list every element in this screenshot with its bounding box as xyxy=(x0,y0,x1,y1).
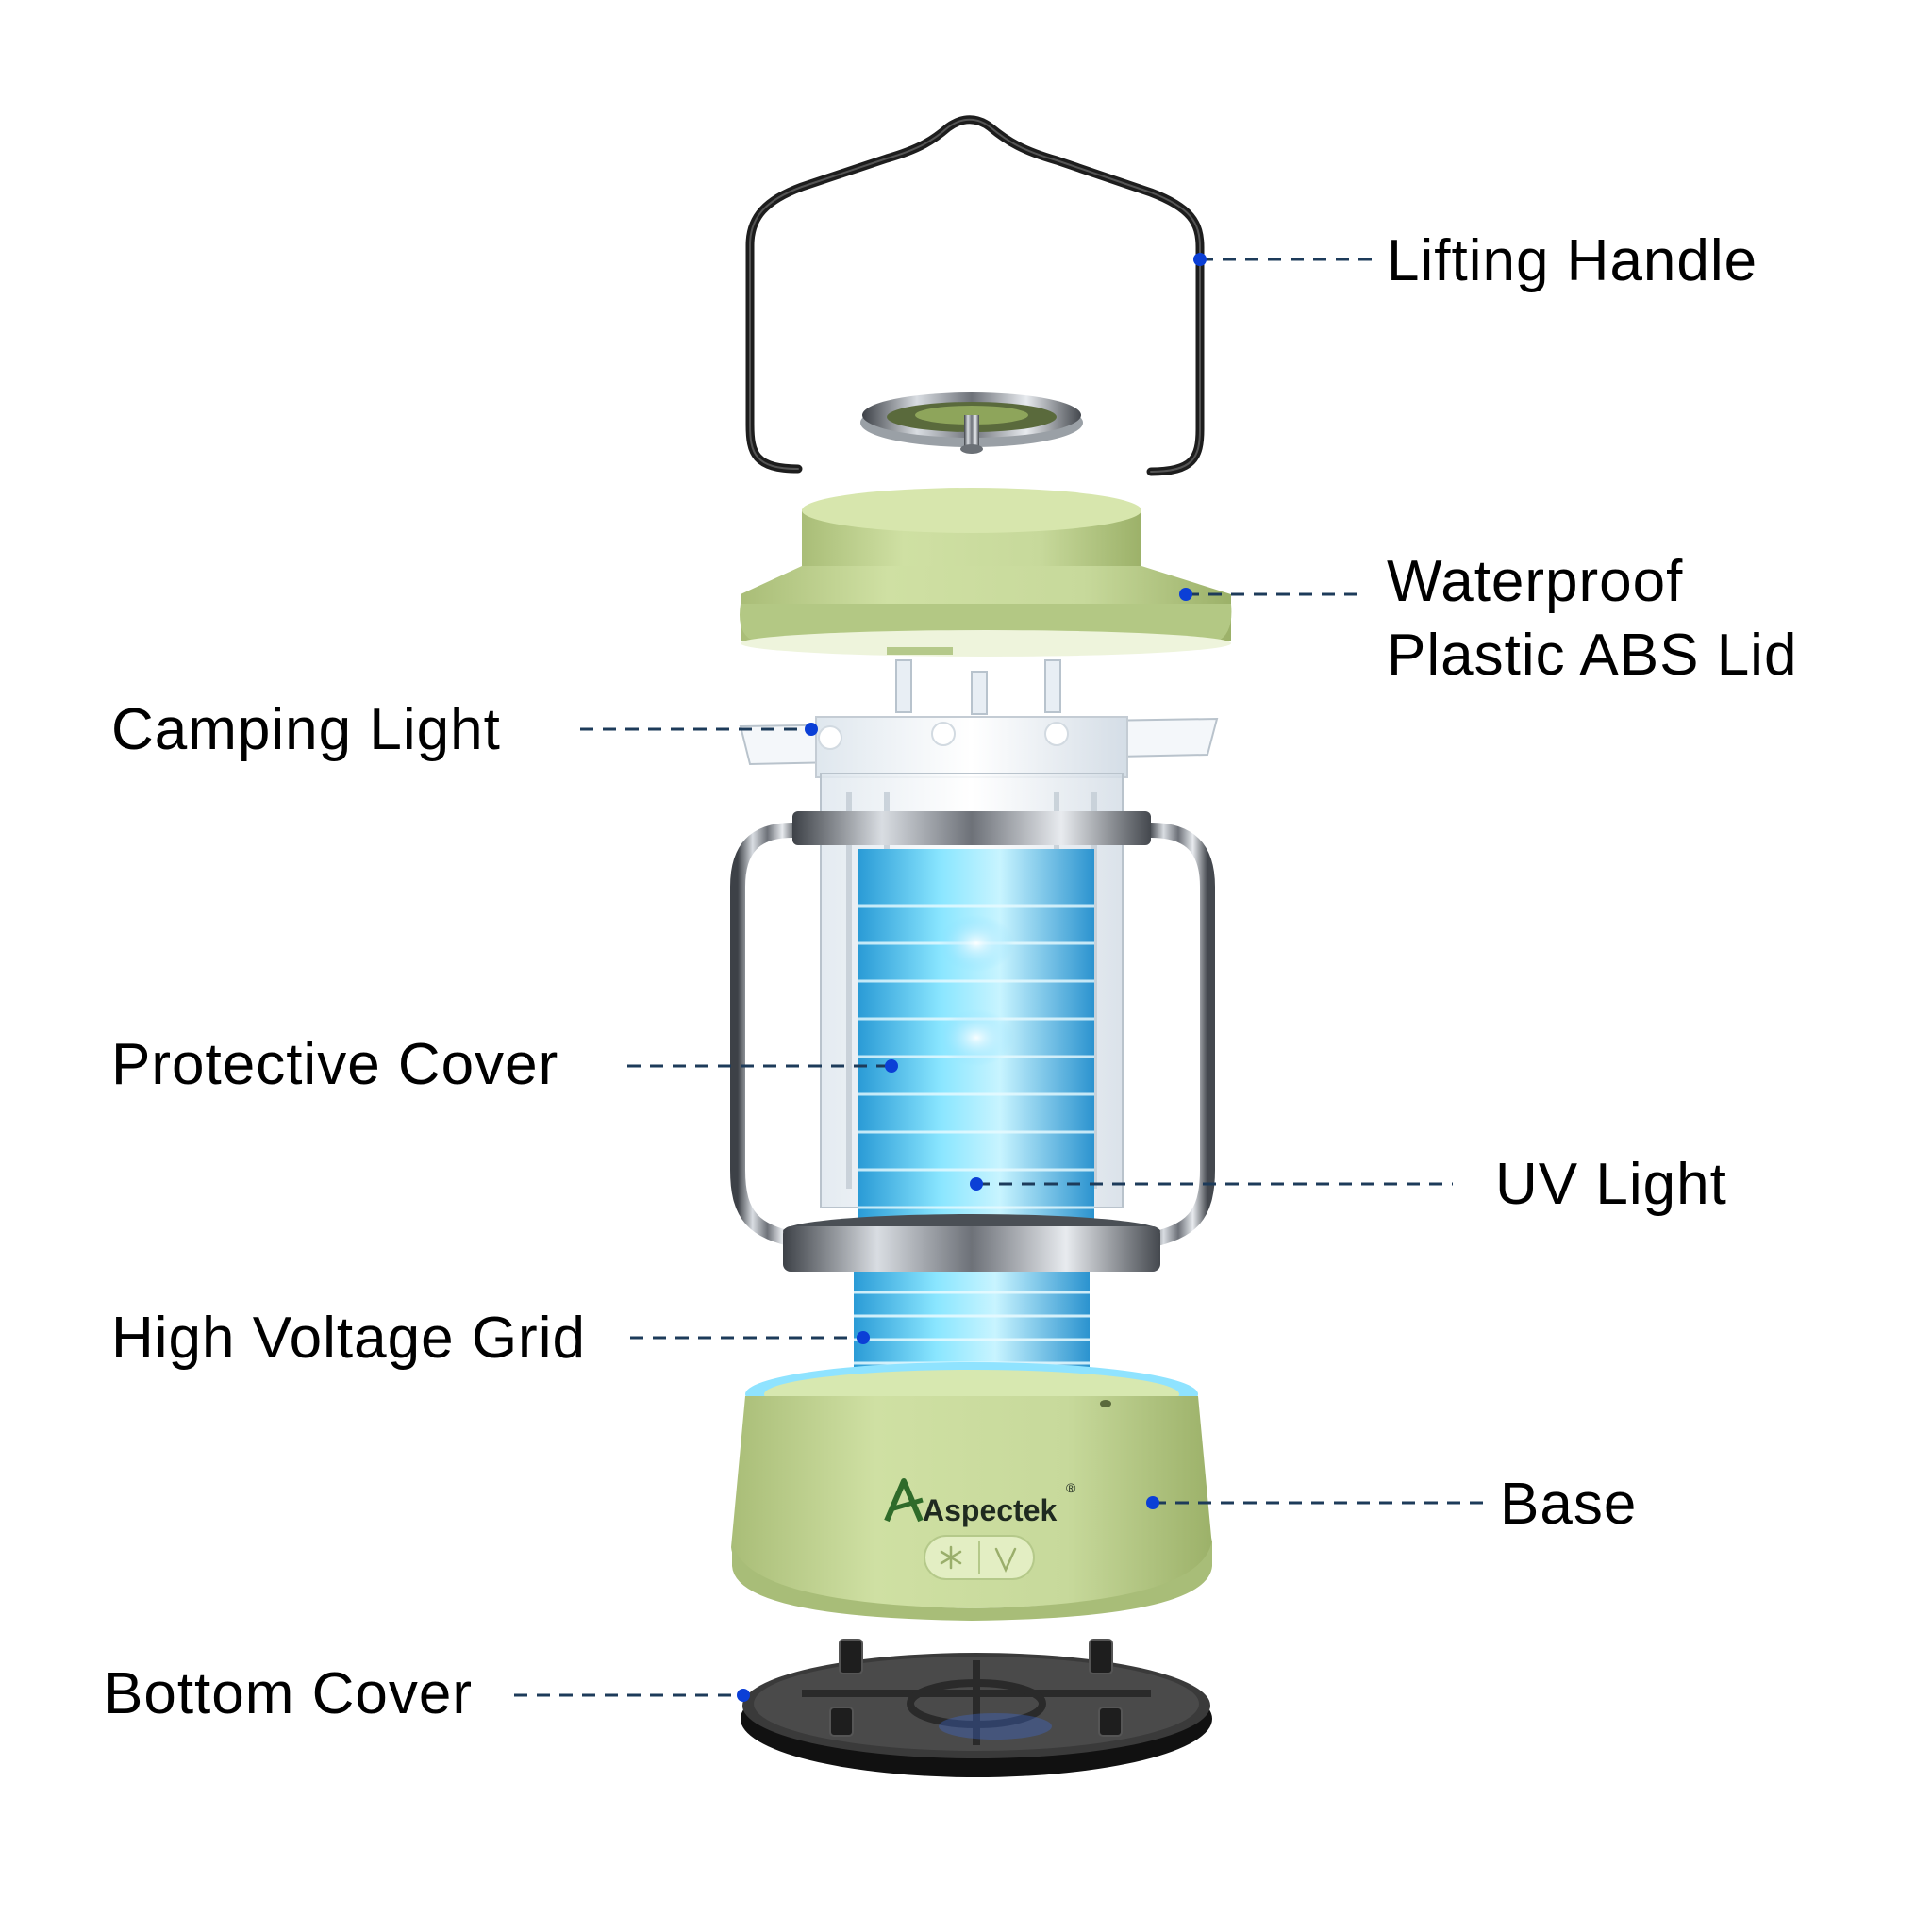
label-uv-light: UV Light xyxy=(1495,1152,1727,1217)
leader-lines xyxy=(514,258,1486,1697)
snowflake-icon xyxy=(940,1545,962,1570)
uv-lamp-icon xyxy=(994,1547,1017,1574)
dot-protective-cover xyxy=(885,1059,898,1073)
leader-dots xyxy=(737,253,1207,1702)
upper-ring-part xyxy=(792,811,1151,845)
label-camping-light: Camping Light xyxy=(111,697,501,762)
dot-uv-light xyxy=(970,1177,983,1191)
control-buttons xyxy=(924,1535,1035,1580)
lid-part xyxy=(740,488,1232,657)
protective-cover-part xyxy=(858,849,1094,1330)
label-lid-line2: Plastic ABS Lid xyxy=(1387,623,1798,688)
lower-ring-part xyxy=(783,1214,1160,1272)
label-high-voltage-grid: High Voltage Grid xyxy=(111,1306,586,1371)
camping-light-part xyxy=(739,659,1219,778)
brand-logo: Aspectek ® xyxy=(884,1478,1076,1527)
label-protective-cover: Protective Cover xyxy=(111,1032,559,1097)
dot-bottom-cover xyxy=(737,1689,750,1702)
dot-base xyxy=(1146,1496,1159,1509)
dot-lid xyxy=(1179,588,1192,601)
label-lifting-handle: Lifting Handle xyxy=(1387,228,1758,293)
label-bottom-cover: Bottom Cover xyxy=(104,1661,474,1726)
hanging-hook-part xyxy=(860,392,1083,454)
side-handles-part xyxy=(730,823,1215,1248)
dot-high-voltage-grid xyxy=(857,1331,870,1344)
lifting-handle-part xyxy=(745,115,1205,476)
label-lid-line1: Waterproof xyxy=(1387,549,1684,614)
dot-camping-light xyxy=(805,723,818,736)
brand-name: Aspectek xyxy=(923,1493,1058,1527)
bottom-cover-part xyxy=(741,1639,1212,1777)
brand-mark: ® xyxy=(1066,1480,1076,1495)
dot-lifting-handle xyxy=(1193,253,1207,266)
base-part: Aspectek ® xyxy=(731,1362,1212,1621)
label-base: Base xyxy=(1500,1472,1638,1537)
